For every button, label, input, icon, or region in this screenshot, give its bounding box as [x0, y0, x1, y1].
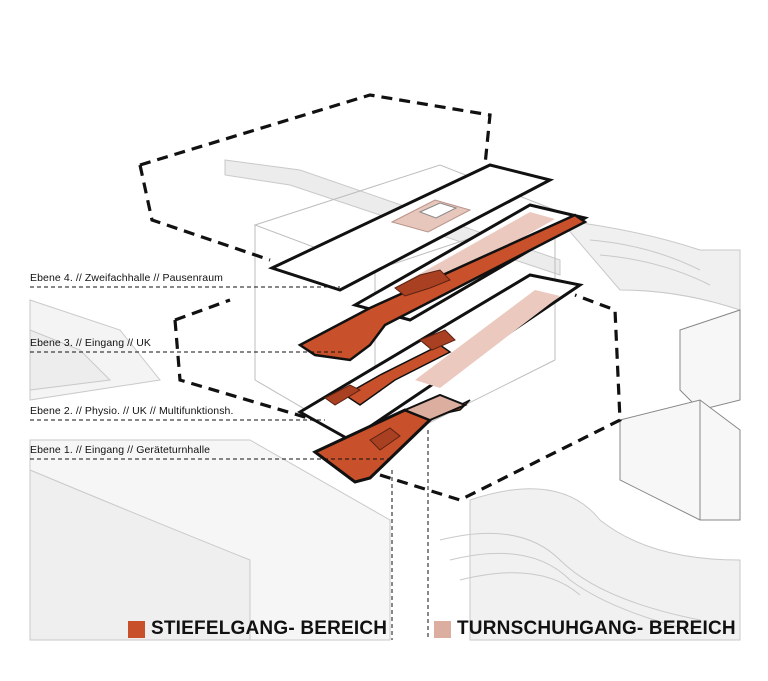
legend-label-turnschuhgang: TURNSCHUHGANG- BEREICH	[457, 618, 736, 639]
dashed-outline	[138, 93, 622, 502]
legend-swatch-turnschuhgang	[434, 620, 451, 638]
level-label-1: Ebene 1. // Eingang // Geräteturnhalle	[30, 444, 211, 456]
level-label-3: Ebene 3. // Eingang // UK	[30, 337, 151, 349]
label-leaders	[30, 286, 390, 460]
legend-label-stiefelgang: STIEFELGANG- BEREICH	[151, 618, 388, 639]
legend-swatch-stiefelgang	[128, 620, 145, 638]
level-label-4: Ebene 4. // Zweifachhalle // Pausenraum	[30, 272, 224, 284]
drop-lines	[391, 430, 429, 640]
level-label-2: Ebene 2. // Physio. // UK // Multifunkti…	[30, 405, 234, 417]
legend-stiefelgang: STIEFELGANG- BEREICH	[128, 618, 387, 640]
slab-level-4	[267, 163, 555, 292]
legend-turnschuhgang: TURNSCHUHGANG- BEREICH	[434, 618, 736, 640]
slab-level-3	[297, 203, 590, 362]
slab-level-1	[312, 393, 468, 484]
